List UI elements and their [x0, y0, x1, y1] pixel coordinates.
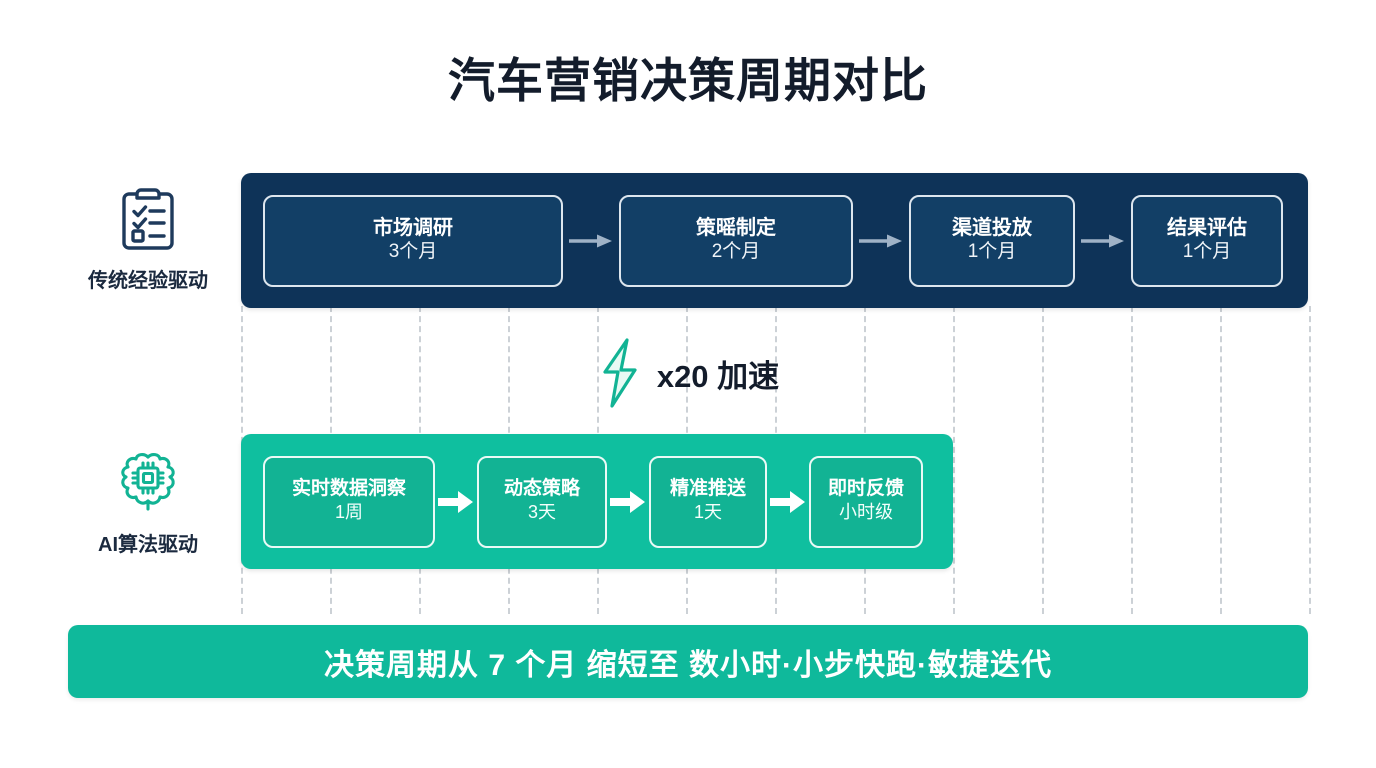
legacy-arrow-2 [853, 233, 909, 249]
stage-duration: 3天 [527, 502, 556, 523]
stage-duration: 1天 [693, 502, 722, 523]
stage-card-instant-feedback[interactable]: 即时反馈 小时级 [809, 455, 923, 548]
summary-banner: 决策周期从 7 个月 缩短至 数小时·小步快跑·敏捷迭代 [68, 625, 1308, 698]
arrow-right-icon [770, 490, 805, 513]
stage-card-strategy-planning[interactable]: 策暚制定 2个月 [619, 194, 853, 287]
stage-name: 实时数据洞察 [291, 478, 406, 500]
arrow-right-icon [859, 234, 902, 247]
stage-duration: 小时级 [839, 502, 893, 523]
ai-arrow-2 [607, 490, 649, 514]
arrow-right-icon [569, 234, 612, 247]
stage-card-realtime-data-insight[interactable]: 实时数据洞察 1周 [263, 455, 435, 548]
arrow-right-icon [438, 490, 473, 513]
stage-name: 结果评估 [1167, 217, 1247, 240]
stage-name: 策暚制定 [696, 217, 776, 240]
stage-name: 渠道投放 [952, 217, 1032, 240]
legacy-row-label-text: 传统经验驱动 [88, 270, 208, 292]
stage-duration: 1个月 [1182, 241, 1232, 263]
ai-row-band: 实时数据洞察 1周 动态策略 3天 精准推送 1天 即时反 [241, 434, 953, 569]
stage-duration: 1周 [334, 502, 363, 523]
legacy-row-label: 传统经验驱动 [48, 186, 248, 293]
accelerator-text: x20 加速 [656, 358, 780, 394]
stage-duration: 1个月 [967, 241, 1017, 263]
stage-name: 精准推送 [669, 478, 746, 500]
legacy-stage-flow: 市场调研 3个月 策暚制定 2个月 渠道投放 1个月 结果 [241, 173, 1283, 308]
ai-row-label-text: AI算法驱动 [98, 534, 198, 556]
stage-name: 市场调研 [373, 217, 453, 240]
ai-stage-flow: 实时数据洞察 1周 动态策略 3天 精准推送 1天 即时反 [241, 434, 923, 569]
stage-duration: 3个月 [388, 241, 438, 263]
accelerator-callout: x20 加速 [0, 338, 1376, 408]
stage-card-market-research[interactable]: 市场调研 3个月 [263, 194, 563, 287]
stage-name: 动态策略 [503, 478, 580, 500]
summary-banner-text: 决策周期从 7 个月 缩短至 数小时·小步快跑·敏捷迭代 [323, 648, 1052, 682]
ai-row-label: AI算法驱动 [48, 450, 248, 557]
clipboard-checklist-icon [117, 186, 179, 252]
stage-name: 即时反馈 [827, 478, 904, 500]
stage-card-result-evaluation[interactable]: 结果评估 1个月 [1131, 194, 1283, 287]
brain-chip-icon [115, 450, 181, 516]
ai-arrow-1 [435, 490, 477, 514]
legacy-arrow-1 [563, 233, 619, 249]
legacy-row-band: 市场调研 3个月 策暚制定 2个月 渠道投放 1个月 结果 [241, 173, 1308, 308]
legacy-arrow-3 [1075, 233, 1131, 249]
page-title: 汽车营销决策周期对比 [448, 54, 928, 107]
ai-arrow-3 [767, 490, 809, 514]
stage-card-precision-push[interactable]: 精准推送 1天 [649, 455, 767, 548]
arrow-right-icon [1081, 234, 1124, 247]
stage-card-dynamic-strategy[interactable]: 动态策略 3天 [477, 455, 607, 548]
arrow-right-icon [610, 490, 645, 513]
stage-duration: 2个月 [711, 241, 761, 263]
stage-card-channel-delivery[interactable]: 渠道投放 1个月 [909, 194, 1075, 287]
lightning-bolt-icon [597, 338, 643, 408]
